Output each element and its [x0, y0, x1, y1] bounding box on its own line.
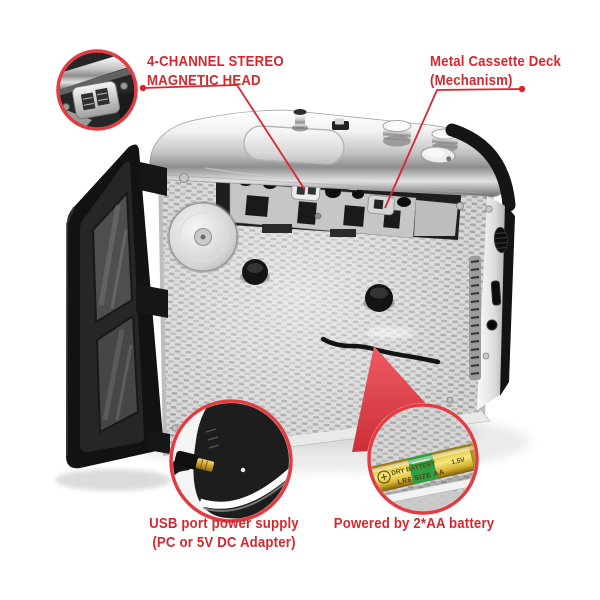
- usb-closeup-circle: [169, 399, 293, 523]
- label-usb-power: USB port power supply (PC or 5V DC Adapt…: [136, 514, 312, 552]
- label-usb-power-line1: USB port power supply: [149, 515, 299, 532]
- label-magnetic-head: 4-CHANNEL STEREO MAGNETIC HEAD: [147, 52, 284, 90]
- usb-closeup-engraving: [205, 428, 220, 449]
- leader-lines: [142, 84, 523, 209]
- battery-closeup-ring: [367, 403, 479, 515]
- screw: [485, 205, 493, 213]
- label-usb-power-line2: (PC or 5V DC Adapter): [152, 534, 296, 551]
- leader-line-head: [142, 84, 306, 191]
- side-rib-grip: [469, 256, 481, 380]
- cassette-player-body: [136, 109, 516, 463]
- leader-dot-deck: [518, 85, 526, 93]
- battery-closeup-circle: DRY BATTERY 1.5V LR6 SIZE AA: [367, 403, 479, 515]
- usb-closeup-plug: [173, 450, 215, 511]
- label-battery: Powered by 2*AA battery: [326, 514, 502, 533]
- spindle-knob-left[interactable]: [240, 259, 270, 285]
- battery-green-stripe: [407, 452, 438, 485]
- deck-assembly: [367, 194, 395, 216]
- label-magnetic-head-line2: MAGNETIC HEAD: [147, 72, 261, 89]
- head-closeup-head: [72, 80, 120, 120]
- leader-dot-head: [139, 84, 147, 92]
- oval-dial[interactable]: [420, 146, 456, 164]
- body-face-highlight: [162, 170, 490, 452]
- spindle-knob-right[interactable]: [363, 284, 395, 312]
- counter-reset-button[interactable]: [295, 112, 305, 128]
- label-cassette-deck-line1: Metal Cassette Deck: [430, 53, 562, 70]
- round-button-1[interactable]: [382, 120, 412, 147]
- volume-wheel[interactable]: [493, 227, 509, 253]
- screw: [482, 352, 490, 360]
- top-chrome-bar: [149, 109, 506, 198]
- right-corner-trim: [445, 123, 516, 212]
- label-cassette-deck: Metal Cassette Deck (Mechanism): [430, 52, 561, 90]
- door-hinge-latches: [136, 162, 170, 454]
- battery-print-voltage: 1.5V: [451, 456, 466, 466]
- head-closeup-ring: [56, 49, 138, 131]
- cassette-door: [66, 144, 164, 469]
- label-cassette-deck-line2: (Mechanism): [430, 72, 513, 89]
- side-controls: [469, 205, 509, 380]
- label-battery-line1: Powered by 2*AA battery: [333, 515, 495, 532]
- label-magnetic-head-line1: 4-CHANNEL STEREO: [147, 53, 284, 70]
- tape-platter: [167, 201, 239, 273]
- head-closeup-circle: [56, 49, 138, 131]
- usb-closeup-ring: [169, 399, 293, 523]
- door-window-top: [91, 190, 134, 324]
- leader-line-deck: [384, 88, 523, 209]
- face-screws: [171, 173, 464, 432]
- door-window-bottom: [95, 314, 140, 434]
- usb-port[interactable]: [490, 280, 502, 306]
- play-key[interactable]: [243, 125, 345, 165]
- battery-bay-rail: [371, 476, 475, 508]
- mechanism-cutouts: [245, 195, 401, 237]
